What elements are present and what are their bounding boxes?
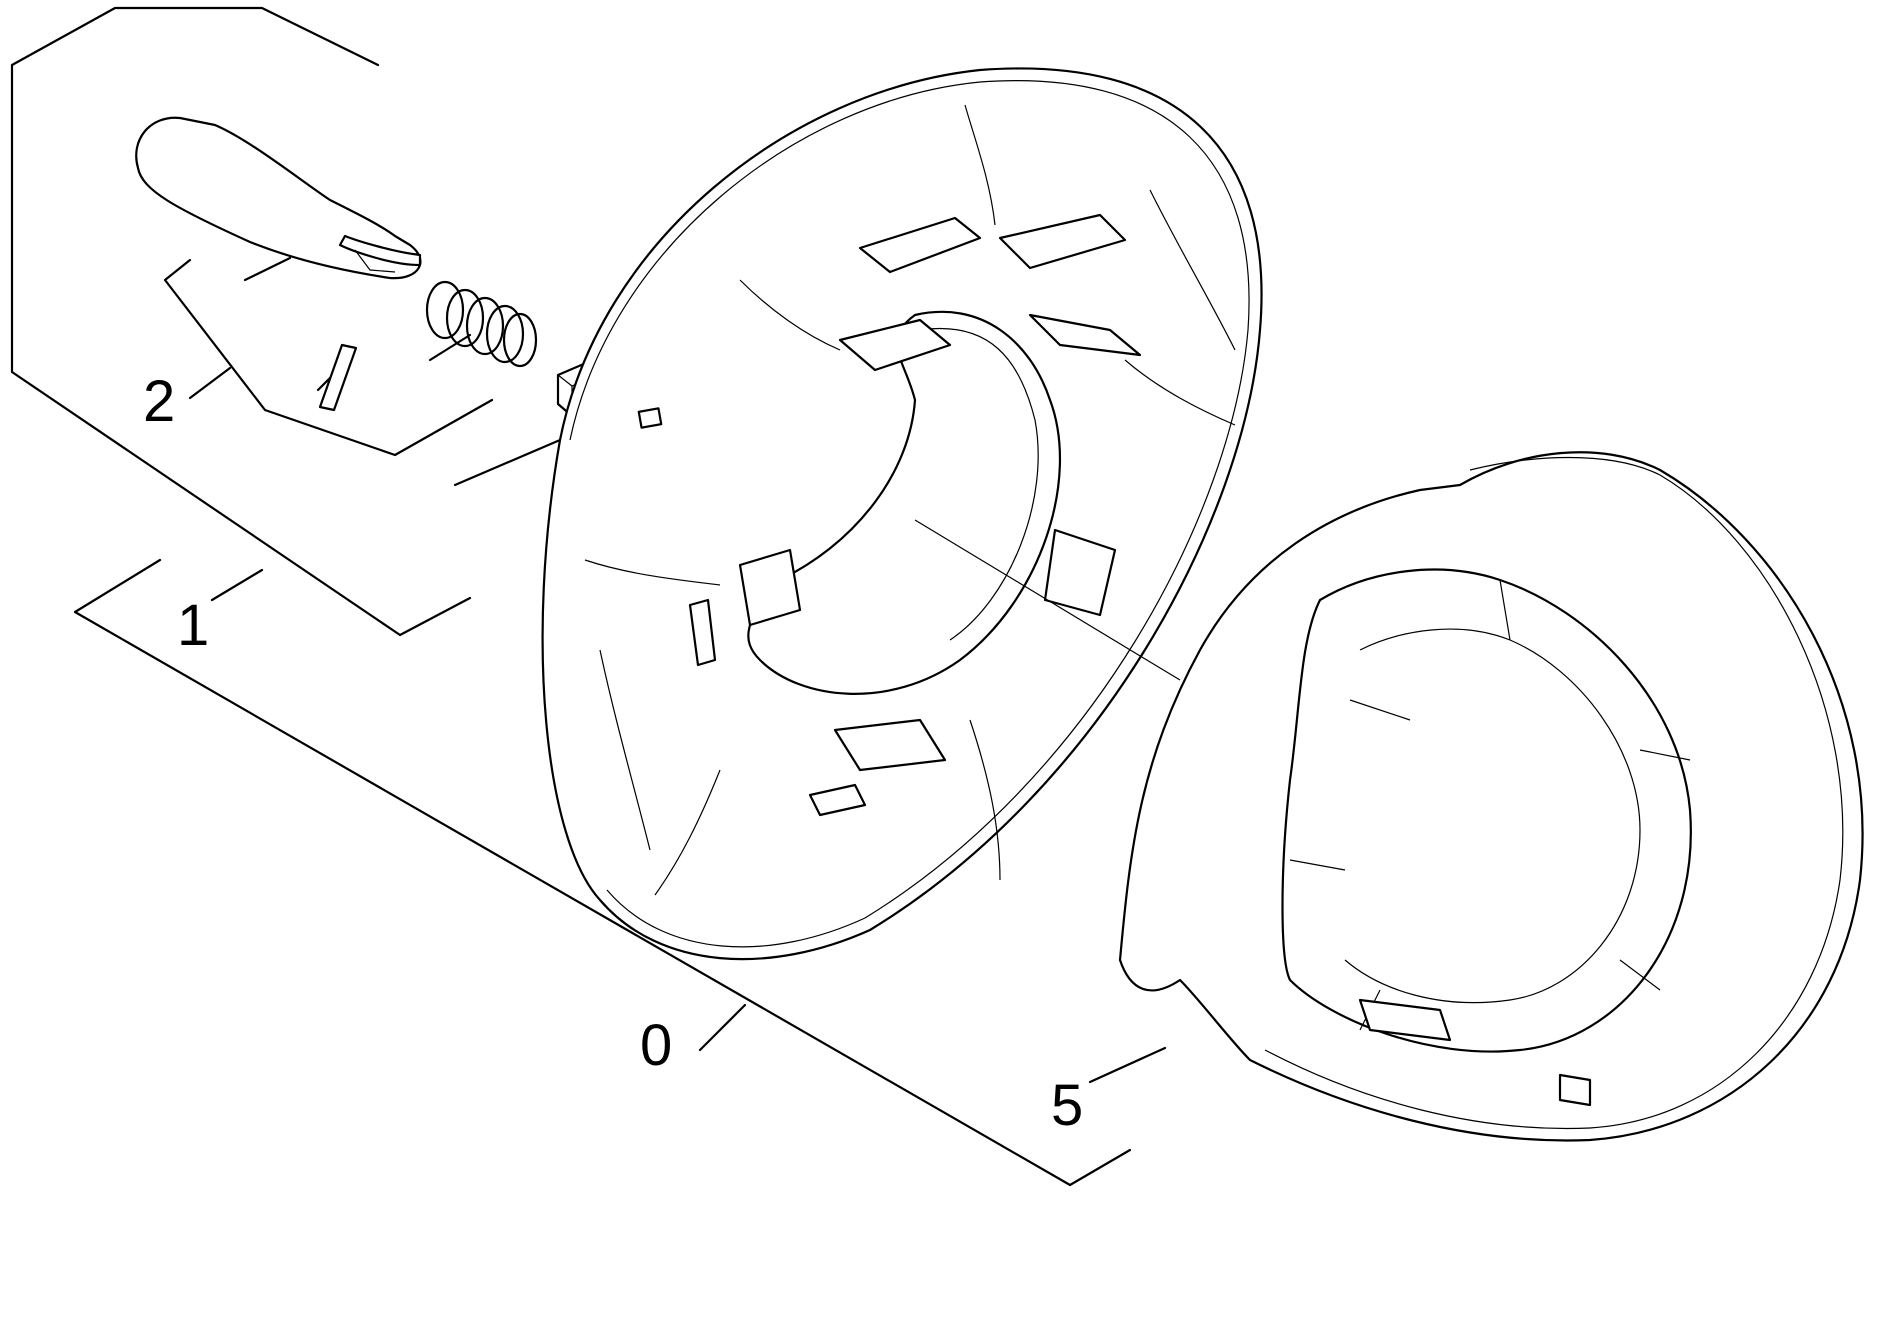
callout-label-2: 2 — [143, 369, 176, 434]
callout-label-5: 5 — [1051, 1073, 1084, 1138]
handle-grip-part — [135, 116, 422, 280]
leader-lines — [188, 256, 1167, 1084]
callout-label-1: 1 — [177, 593, 210, 658]
rear-flange-part — [1118, 451, 1864, 1142]
pin-part — [318, 343, 358, 412]
callout-label-0: 0 — [640, 1013, 673, 1078]
assembly-bracket-lower — [73, 558, 1132, 1187]
assembly-bracket-outer — [10, 6, 562, 637]
assembly-bracket-inner — [163, 258, 494, 457]
reel-disc-part — [541, 67, 1263, 961]
spring-part — [425, 280, 538, 368]
